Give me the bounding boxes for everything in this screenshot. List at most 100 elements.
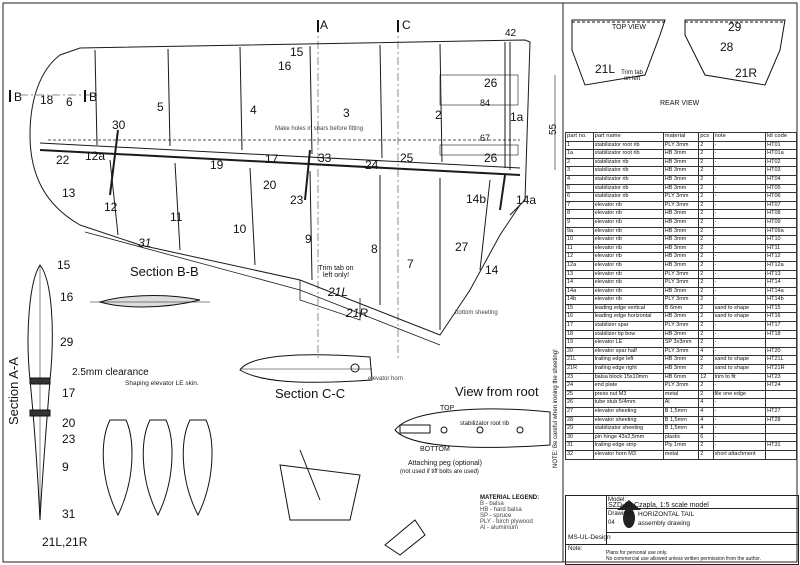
table-cell: HT09 [765, 217, 797, 228]
table-cell: stabilizator rib [592, 183, 664, 194]
table-cell: 20 [565, 346, 594, 357]
table-cell: stabilizator rib [592, 166, 664, 176]
table-cell: HB 3mm [662, 235, 700, 245]
table-cell: HT13 [765, 269, 797, 280]
table-cell: 2 [698, 226, 714, 237]
note-line-1: Plans for personal use only. [606, 550, 668, 556]
table-cell: HB 3mm [662, 209, 700, 219]
table-cell: 2 [698, 166, 714, 176]
table-cell: 21L [565, 355, 594, 366]
col-header: pcs [698, 132, 714, 142]
table-cell: 2 [698, 200, 714, 211]
table-cell: 15 [565, 303, 594, 314]
table-cell: 2 [565, 157, 594, 168]
table-cell: 4 [698, 424, 714, 434]
table-cell: HT05 [765, 183, 797, 194]
table-cell: elevator rib [592, 252, 664, 262]
table-cell: 27 [565, 407, 594, 417]
table-cell: stabilizer tip bow [592, 329, 664, 340]
table-cell: 24 [565, 381, 594, 391]
table-cell: HT09a [765, 226, 797, 237]
table-cell: PLY 3mm [662, 140, 700, 151]
table-cell: HT08 [765, 209, 797, 219]
table-cell: HT06 [765, 192, 797, 202]
part-label: 2 [435, 108, 442, 122]
table-cell: 14 [565, 278, 594, 288]
title-block: Model: SZD-10 Czapla, 1:5 scale model Dr… [565, 495, 799, 565]
table-cell: plastic [662, 432, 700, 443]
table-cell: 14b [565, 295, 594, 305]
table-cell: - [712, 192, 767, 202]
table-cell: 6 [565, 192, 594, 202]
part-label: 12 [104, 200, 118, 214]
brand-logo [617, 500, 641, 528]
table-cell: leading edge vertical [592, 303, 664, 314]
table-cell: - [712, 278, 767, 288]
table-cell: PLY 3mm [662, 321, 700, 331]
aa-label: 17 [62, 386, 76, 400]
table-cell: tube stub 5/4mm [592, 398, 664, 408]
table-cell: - [712, 415, 767, 426]
table-cell: HT14a [765, 286, 797, 297]
table-cell: HB 3mm [662, 149, 700, 159]
part-label: 9 [305, 232, 312, 246]
table-cell: HB 3mm [662, 183, 700, 194]
table-cell: HB 3mm [662, 286, 700, 297]
table-cell: - [712, 381, 767, 391]
top-rear-views [571, 19, 786, 86]
part-label: 3 [343, 106, 350, 120]
table-cell: 2 [698, 174, 714, 185]
table-cell: - [712, 424, 767, 434]
dim-84: 84 [480, 98, 491, 108]
table-cell: - [712, 432, 767, 443]
part-label: 13 [62, 186, 76, 200]
root-top-label: TOP [440, 405, 455, 412]
table-cell: - [712, 321, 767, 331]
table-cell: - [712, 346, 767, 357]
table-cell: HT21R [765, 364, 797, 374]
table-cell [765, 389, 797, 400]
table-cell: 6 [698, 432, 714, 443]
table-cell: elevator rib [592, 286, 664, 297]
table-cell: HT17 [765, 321, 797, 331]
table-cell: elevator spar half [592, 346, 664, 357]
aa-label: 9 [62, 460, 69, 474]
table-cell: HT11 [765, 243, 797, 254]
table-cell: elevator horn M3 [592, 449, 664, 460]
part-label: 5 [157, 100, 164, 114]
table-cell: leading edge horizontal [592, 312, 664, 323]
drawing-sub: assembly drawing [638, 520, 691, 527]
table-cell: PLY 3mm [662, 346, 700, 357]
table-cell: elevator rib [592, 243, 664, 254]
table-cell: 28 [565, 415, 594, 426]
table-cell: HT18 [765, 329, 797, 340]
legend-item: PLY - birch plywood [480, 519, 533, 525]
table-cell: sand to shape [712, 303, 767, 314]
table-cell: elevator rib [592, 235, 664, 245]
table-cell: elevator rib [592, 278, 664, 288]
aa-label: 15 [57, 258, 71, 272]
table-cell: 2 [698, 303, 714, 314]
root-note2: (not used if tiff bolts are used) [400, 469, 479, 475]
table-cell: 12 [698, 372, 714, 383]
table-cell: 2 [698, 355, 714, 366]
table-cell: HB 3mm [662, 174, 700, 185]
table-cell: 9a [565, 226, 594, 237]
table-cell: sand to shape [712, 312, 767, 323]
table-cell: 32 [565, 449, 594, 460]
table-cell: elevator rib [592, 269, 664, 280]
table-cell: trailing edge right [592, 364, 664, 374]
table-cell: HT14 [765, 278, 797, 288]
table-cell: HT15 [765, 303, 797, 314]
